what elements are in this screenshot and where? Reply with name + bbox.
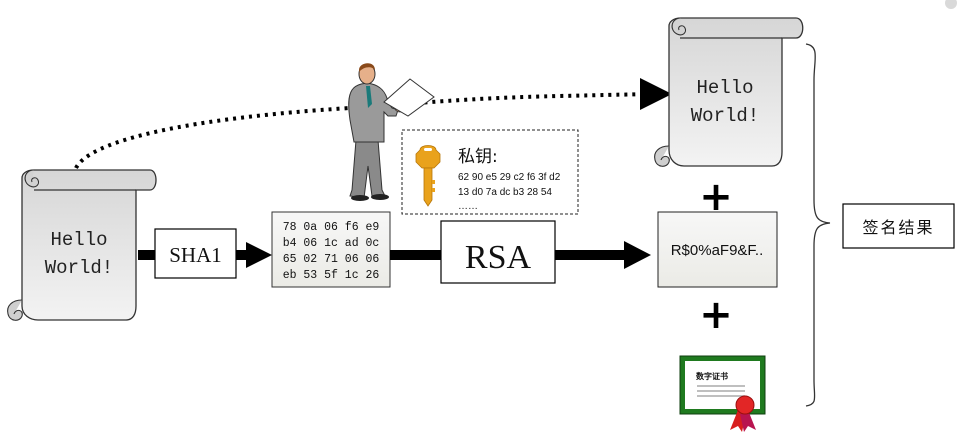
private-key-row: …… [458,201,478,212]
source-text-line2: World! [45,257,113,279]
digest-row: b4 06 1c ad 0c [283,237,380,250]
key-icon [415,145,441,207]
connector-digest-to-rsa [390,250,441,260]
seal-icon [730,395,756,432]
result-label: 签名结果 [862,218,934,237]
private-key-row: 13 d0 7a dc b3 28 54 [458,187,552,198]
grouping-brace [805,43,831,407]
output-text-line2: World! [691,105,759,127]
output-text-line1: Hello [696,77,753,99]
sha1-step: SHA1 [154,228,237,279]
businessman-icon [348,63,435,201]
private-key-row: 62 90 e5 29 c2 f6 3f d2 [458,172,561,183]
rsa-label: RSA [465,239,532,276]
result-box: 签名结果 [842,203,955,249]
certificate-icon: 数字证书 [679,355,766,432]
source-text-line1: Hello [50,229,107,251]
source-document-scroll: Hello World! [7,169,157,321]
arrow-rsa-to-signature [555,241,651,269]
certificate-label: 数字证书 [696,371,728,381]
signature-value: R$0%aF9&F.. [671,242,764,259]
digest-row: 65 02 71 06 06 [283,253,380,266]
corner-artifact [945,0,957,9]
rsa-step: RSA [440,220,556,284]
sha1-label: SHA1 [169,243,222,267]
signature-box: R$0%aF9&F.. [657,211,778,288]
output-document-scroll: Hello World! [654,17,804,167]
digest-row: 78 0a 06 f6 e9 [283,221,380,234]
private-key-title: 私钥: [458,147,498,167]
connector-source-to-sha1 [138,250,156,260]
private-key-panel: 私钥: 62 90 e5 29 c2 f6 3f d2 13 d0 7a dc … [401,129,579,215]
plus-icon: + [699,292,733,338]
digest-row: eb 53 5f 1c 26 [283,269,380,282]
arrow-sha1-to-digest [236,242,272,268]
digest-box: 78 0a 06 f6 e9 b4 06 1c ad 0c 65 02 71 0… [271,211,391,288]
